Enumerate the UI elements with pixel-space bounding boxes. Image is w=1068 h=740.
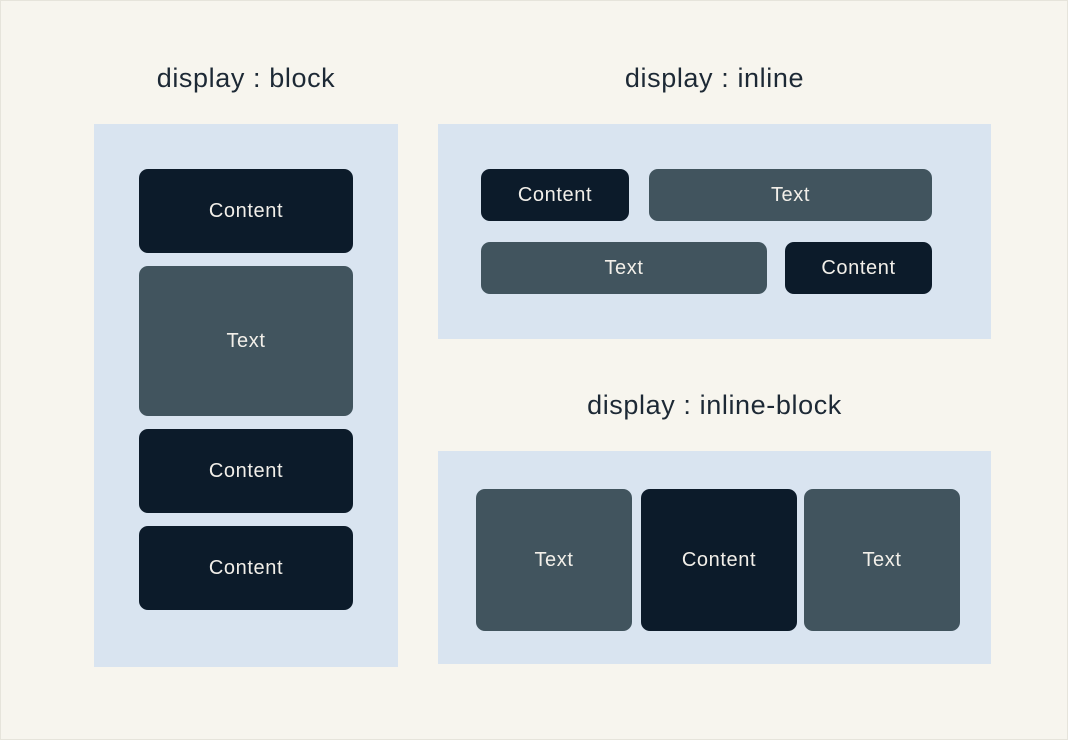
section-title-block: display : block	[156, 63, 336, 93]
panel-inline-block: Text Content Text	[438, 451, 991, 664]
block-content-box-2: Content	[139, 429, 353, 513]
inline-content-box-2: Content	[785, 242, 932, 294]
inline-block-text-box-2: Text	[804, 489, 960, 631]
inline-block-content-box: Content	[641, 489, 797, 631]
inline-block-text-box-1: Text	[476, 489, 632, 631]
block-content-box-1: Content	[139, 169, 353, 253]
inline-text-box-2: Text	[481, 242, 767, 294]
inline-content-box-1: Content	[481, 169, 629, 221]
section-title-inline: display : inline	[624, 63, 805, 93]
block-text-box: Text	[139, 266, 353, 416]
panel-block: Content Text Content Content	[94, 124, 398, 667]
section-title-inline-block: display : inline-block	[587, 390, 842, 420]
inline-text-box-1: Text	[649, 169, 932, 221]
panel-inline: Content Text Text Content	[438, 124, 991, 339]
block-content-box-3: Content	[139, 526, 353, 610]
